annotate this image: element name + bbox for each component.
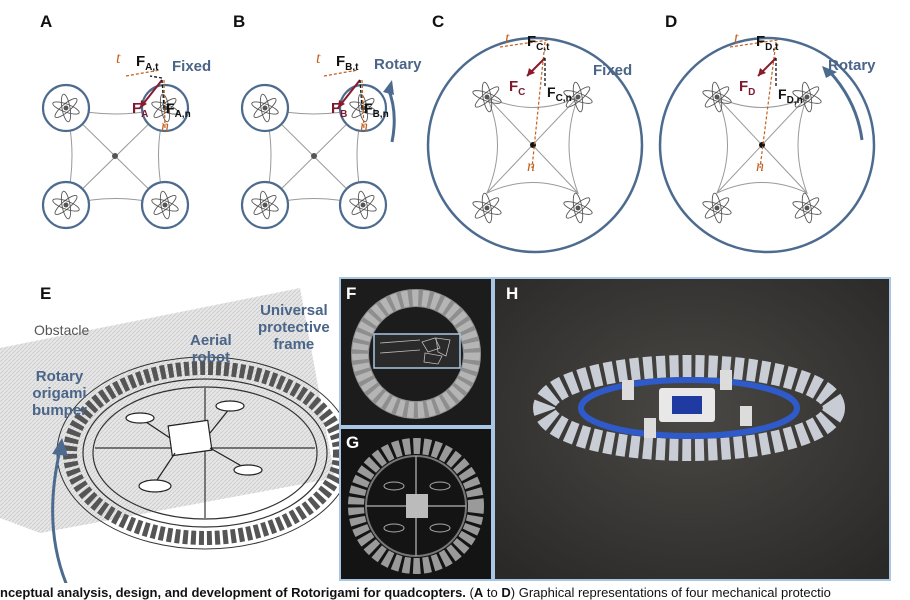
label-fan: FA,n (166, 100, 191, 120)
label-fcn: FC,n (547, 84, 572, 104)
panel-label-b: B (233, 12, 246, 31)
label-fd: FD (739, 78, 756, 98)
frame-h (493, 277, 891, 581)
caption-open: ( (469, 585, 474, 600)
panel-h-photo (494, 278, 890, 580)
frame-g (339, 427, 493, 581)
panel-e-illustration (0, 288, 340, 583)
panel-a-diagram (41, 69, 190, 230)
frame-f (339, 277, 493, 427)
label-t-c: t (505, 30, 510, 47)
panel-f-photo (340, 278, 492, 426)
label-rotary-d: Rotary (828, 57, 876, 74)
caption-bold: nceptual analysis, design, and developme… (0, 585, 466, 600)
top-diagrams (41, 36, 876, 254)
obstacle-label: Obstacle (34, 322, 90, 338)
label-fdt: FD,t (756, 33, 779, 53)
label-fdn: FD,n (778, 86, 803, 106)
caption-to: to (486, 585, 498, 600)
label-n-d: n (756, 158, 764, 175)
label-n-c: n (527, 158, 535, 175)
label-rotary-b: Rotary (374, 56, 422, 73)
label-fa: FA (132, 100, 149, 120)
label-t-b: t (316, 50, 321, 67)
caption-ref-a: A (473, 585, 484, 600)
label-n-b: n (360, 118, 368, 135)
label-t-a: t (116, 50, 121, 67)
label-fc: FC (509, 78, 526, 98)
panel-label-d: D (665, 12, 678, 31)
panel-label-g: G (346, 433, 360, 452)
label-fbt: FB,t (336, 53, 359, 73)
caption-ref-d: D (501, 585, 511, 600)
label-t-d: t (734, 30, 739, 47)
panel-g-photo (340, 428, 492, 580)
label-fat: FA,t (136, 53, 159, 73)
panel-c-diagram (426, 36, 644, 254)
panel-label-c: C (432, 12, 445, 31)
label-fixed-a: Fixed (172, 58, 212, 75)
label-fb: FB (331, 100, 348, 120)
label-fixed-c: Fixed (593, 62, 633, 79)
panel-d-diagram (658, 36, 876, 254)
caption-rest: ) Graphical representations of four mech… (510, 585, 831, 600)
label-n-a: n (161, 118, 169, 135)
panel-b-diagram (240, 69, 396, 230)
panel-label-e: E (40, 284, 52, 303)
label-fbn: FB,n (364, 100, 389, 120)
panel-label-a: A (40, 12, 53, 31)
panel-label-f: F (346, 284, 357, 303)
panel-label-h: H (506, 284, 519, 303)
label-fct: FC,t (527, 33, 550, 53)
figure-caption: nceptual analysis, design, and developme… (0, 585, 910, 600)
